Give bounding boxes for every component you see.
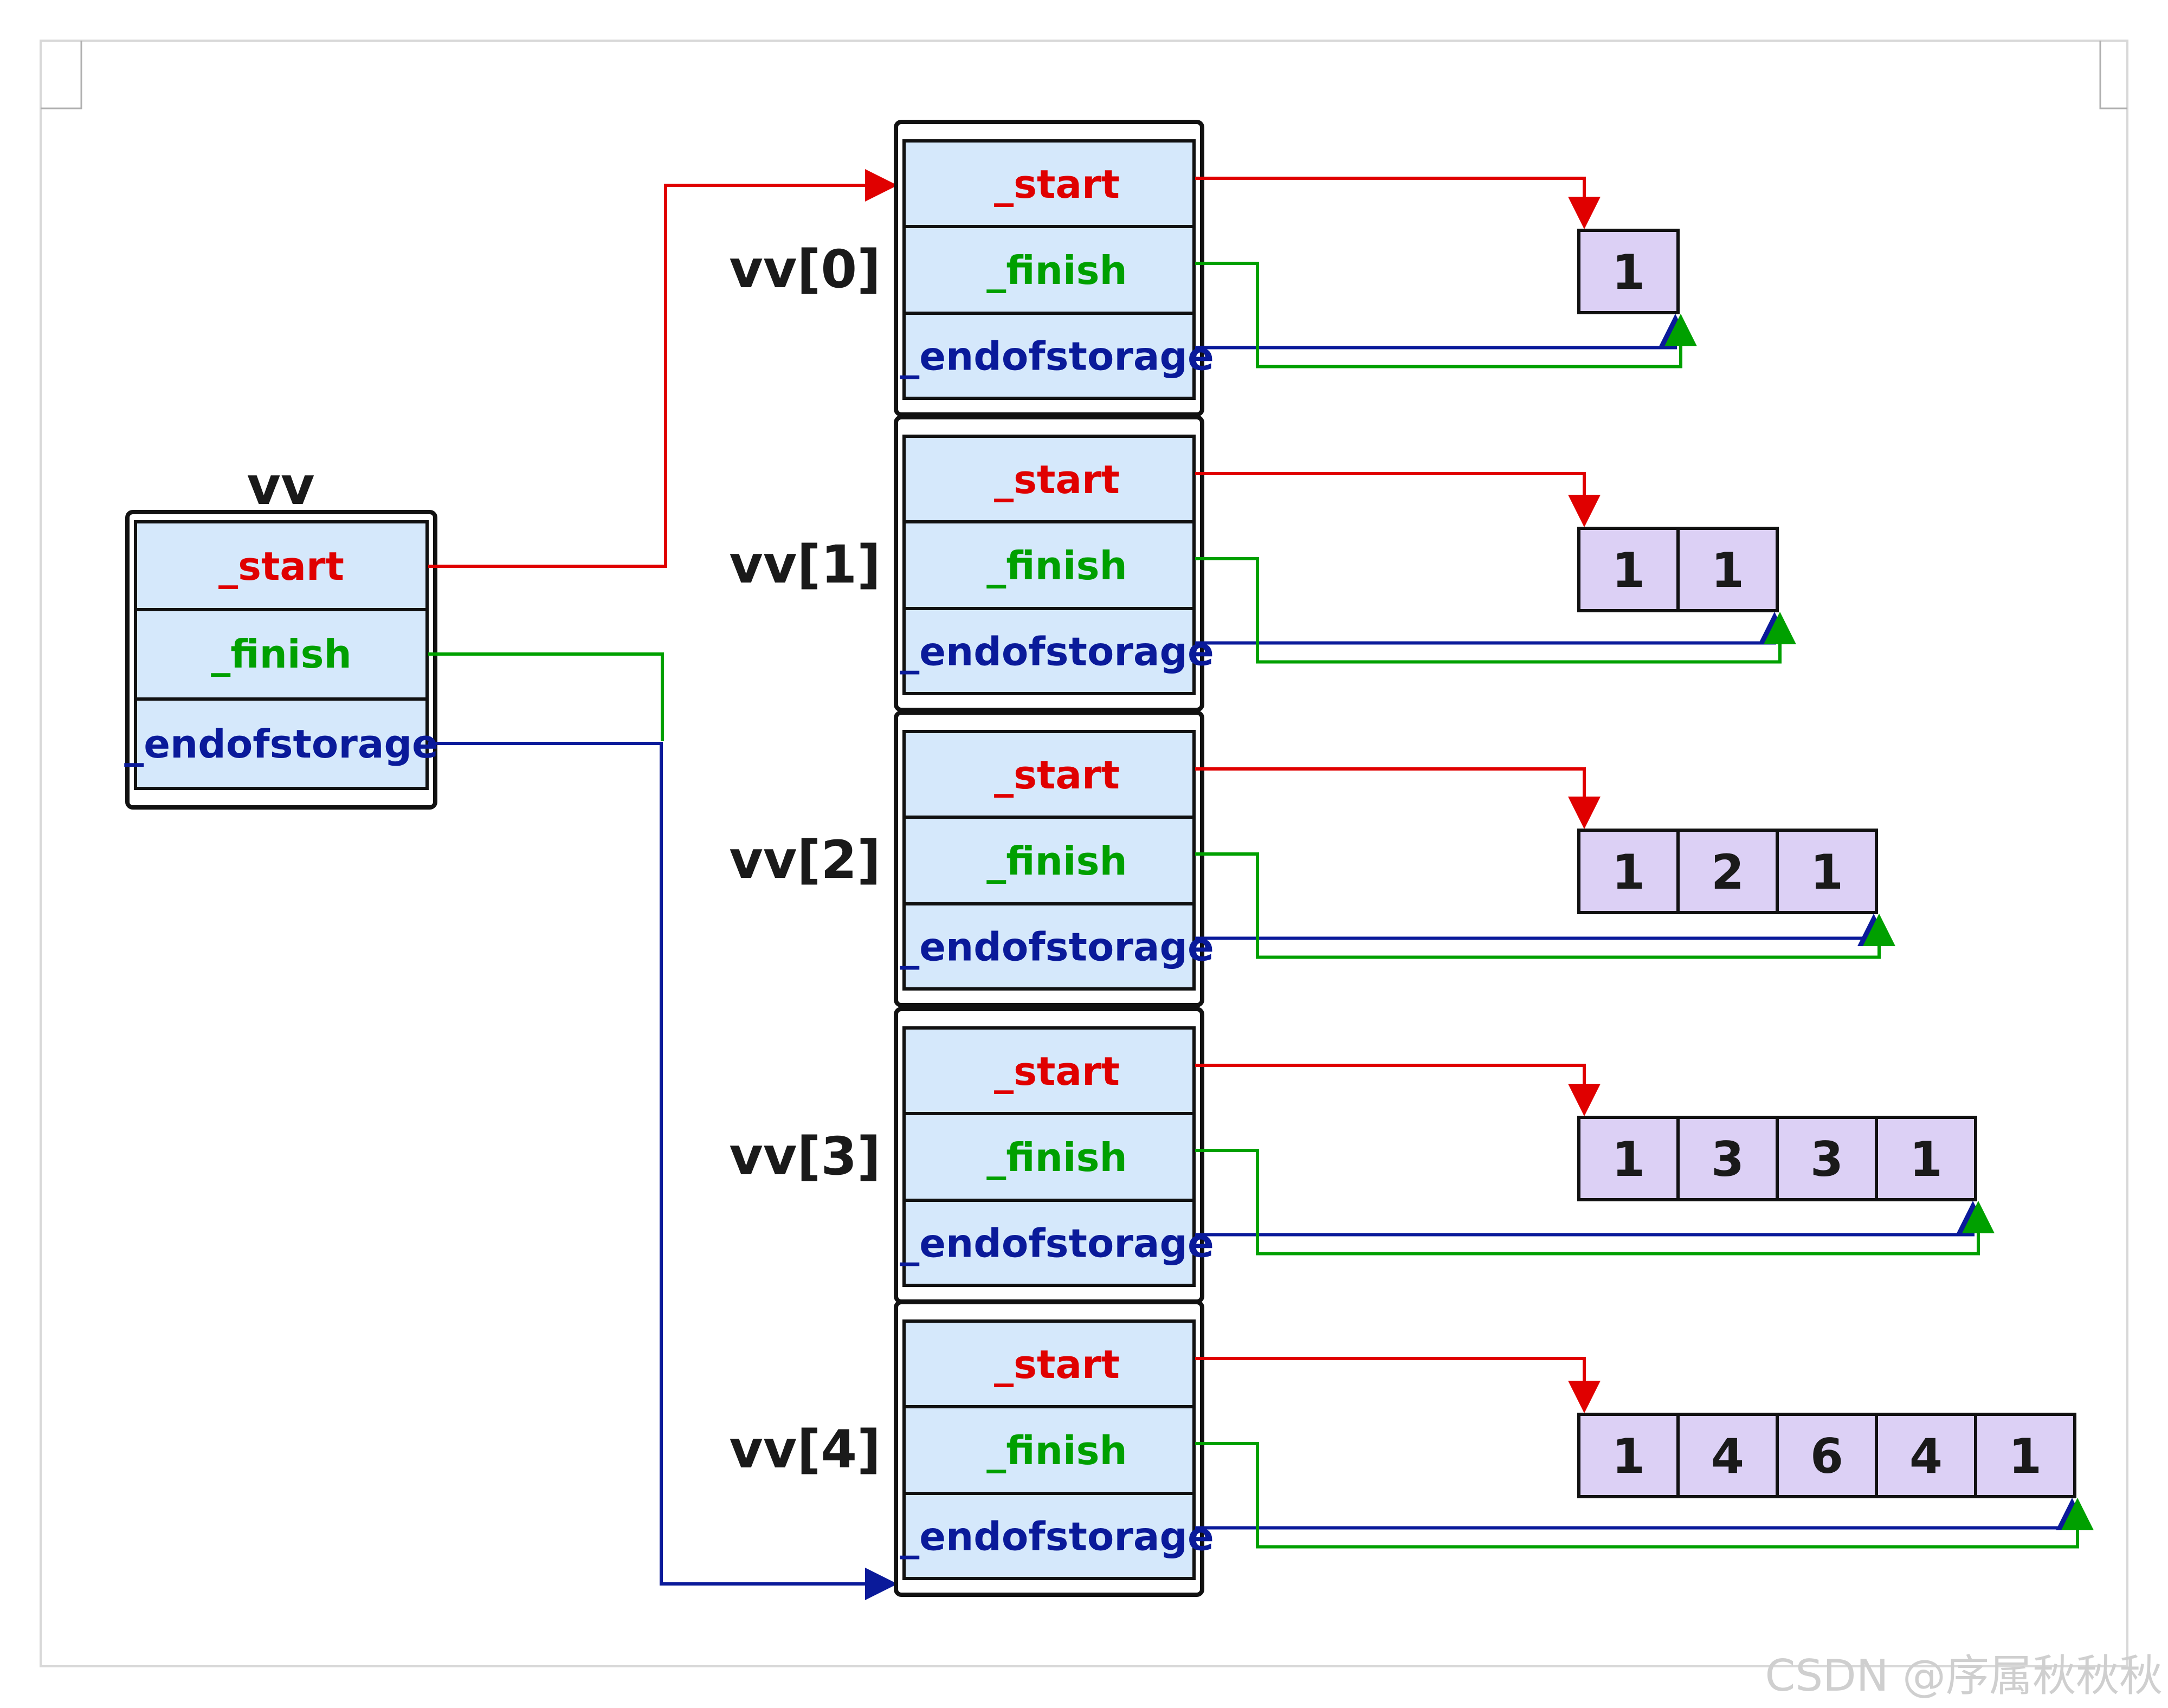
row-3-array-cell-1 <box>1676 1116 1779 1201</box>
outer-field-start <box>134 520 429 611</box>
row-4-array-value-3: 4 <box>1909 1428 1943 1484</box>
row-3-field-endofstorage <box>902 1199 1196 1287</box>
row-0-field-endofstorage <box>902 312 1196 400</box>
row-2-start-arrow <box>1195 767 1601 829</box>
row-1: _start _finish _endofstorage vv[1] 1 1 <box>729 415 1796 712</box>
row-3: _start _finish _endofstorage vv[3] 1 3 3 1 <box>729 1007 1995 1304</box>
row-4-array-cell-0 <box>1577 1413 1680 1498</box>
row-2-field-finish-label: _finish <box>986 838 1127 884</box>
row-4-array-value-0: 1 <box>1612 1428 1645 1484</box>
outer-start-arrow <box>428 169 898 568</box>
row-2-array-cell-1 <box>1676 829 1779 914</box>
row-1-start-arrow <box>1195 472 1601 527</box>
row-0-array-cell-0 <box>1577 229 1680 314</box>
row-4-endofstorage-arrow <box>1195 1498 2088 1530</box>
row-1-field-finish-label: _finish <box>986 543 1127 588</box>
row-2-array-cell-2 <box>1776 829 1878 914</box>
row-3-label: vv[3] <box>729 1126 881 1187</box>
outer-field-endofstorage <box>134 697 429 790</box>
page-border <box>40 40 2128 1667</box>
row-4-array-cell-4 <box>1974 1413 2076 1498</box>
outer-field-endofstorage-label: _endofstorage <box>124 721 438 767</box>
row-2-label: vv[2] <box>729 830 881 890</box>
row-2-field-finish <box>902 816 1196 905</box>
row-0-start-arrow <box>1195 177 1601 229</box>
row-1-field-start-label: _start <box>994 457 1120 502</box>
row-3-endofstorage-arrow <box>1195 1201 1989 1237</box>
row-0-label: vv[0] <box>729 239 881 300</box>
row-1-array-value-1: 1 <box>1711 542 1744 598</box>
row-1-array-cell-1 <box>1676 527 1779 612</box>
row-2-field-endofstorage <box>902 902 1196 991</box>
row-1-endofstorage-arrow <box>1195 612 1791 645</box>
outer-finish-line <box>428 652 664 741</box>
row-0-field-finish-label: _finish <box>986 248 1127 293</box>
row-3-field-start-label: _start <box>994 1049 1120 1094</box>
row-1-field-endofstorage-label: _endofstorage <box>900 629 1214 675</box>
row-1-field-endofstorage <box>902 607 1196 695</box>
row-2-endofstorage-arrow <box>1195 914 1890 946</box>
row-3-array-value-3: 1 <box>1909 1131 1943 1187</box>
row-0-field-start-label: _start <box>994 161 1120 207</box>
row-4-array-value-1: 4 <box>1711 1428 1744 1484</box>
rows-layer: _start _finish _endofstorage vv[0] 1 _start _f… <box>729 120 2094 1597</box>
row-1-label: vv[1] <box>729 534 881 595</box>
row-2-finish-arrow <box>1195 852 1895 959</box>
outer-title: vv <box>247 456 314 516</box>
row-0-array-value-0: 1 <box>1612 244 1645 300</box>
corner-mark-left <box>41 41 82 109</box>
row-0-endofstorage-arrow <box>1195 314 1692 350</box>
row-2-array-value-2: 1 <box>1810 844 1843 900</box>
row-2: _start _finish _endofstorage vv[2] 1 2 1 <box>729 710 1895 1007</box>
row-2-field-start <box>902 730 1196 819</box>
row-4-field-endofstorage-label: _endofstorage <box>900 1514 1214 1560</box>
row-4-field-start-label: _start <box>994 1342 1120 1387</box>
row-4-array-value-2: 6 <box>1810 1428 1843 1484</box>
row-4-label: vv[4] <box>729 1419 881 1480</box>
row-3-array-cell-3 <box>1875 1116 1977 1201</box>
row-3-finish-arrow <box>1195 1149 1995 1256</box>
row-1-array-value-0: 1 <box>1612 542 1645 598</box>
outer-endofstorage-arrow <box>428 742 898 1600</box>
row-0: _start _finish _endofstorage vv[0] 1 <box>729 120 1697 417</box>
row-2-array-value-1: 2 <box>1711 844 1744 900</box>
row-4-array-cell-2 <box>1776 1413 1878 1498</box>
row-2-array-cell-0 <box>1577 829 1680 914</box>
outer-field-finish-label: _finish <box>211 631 351 677</box>
row-4: _start _finish _endofstorage vv[4] 1 4 6 4 1 <box>729 1300 2094 1597</box>
row-2-field-start-label: _start <box>994 752 1120 798</box>
outer-struct-fields: _start _finish _endofstorage <box>124 520 438 790</box>
row-3-start-arrow <box>1195 1064 1601 1116</box>
outer-field-start-label: _start <box>218 544 344 589</box>
row-0-finish-arrow <box>1195 262 1697 368</box>
watermark: CSDN @序属秋秋秋 <box>1765 1651 2163 1701</box>
row-3-field-finish-label: _finish <box>986 1135 1127 1180</box>
corner-mark-right <box>2099 41 2127 109</box>
row-2-field-endofstorage-label: _endofstorage <box>900 924 1214 970</box>
row-4-field-endofstorage <box>902 1492 1196 1580</box>
row-4-array-value-4: 1 <box>2009 1428 2042 1484</box>
row-3-array-value-2: 3 <box>1810 1131 1843 1187</box>
row-0-field-finish <box>902 225 1196 315</box>
row-3-array-cell-2 <box>1776 1116 1878 1201</box>
row-0-field-endofstorage-label: _endofstorage <box>900 334 1214 379</box>
row-3-field-finish <box>902 1112 1196 1202</box>
row-4-start-arrow <box>1195 1357 1601 1413</box>
row-3-field-endofstorage-label: _endofstorage <box>900 1221 1214 1266</box>
row-3-array-value-1: 3 <box>1711 1131 1744 1187</box>
row-0-field-start <box>902 139 1196 228</box>
row-1-field-start <box>902 435 1196 523</box>
row-2-array-value-0: 1 <box>1612 844 1645 900</box>
row-3-array-value-0: 1 <box>1612 1131 1645 1187</box>
row-1-finish-arrow <box>1195 557 1796 664</box>
row-4-finish-arrow <box>1195 1442 2094 1549</box>
row-4-field-finish-label: _finish <box>986 1428 1127 1473</box>
row-3-field-start <box>902 1026 1196 1115</box>
